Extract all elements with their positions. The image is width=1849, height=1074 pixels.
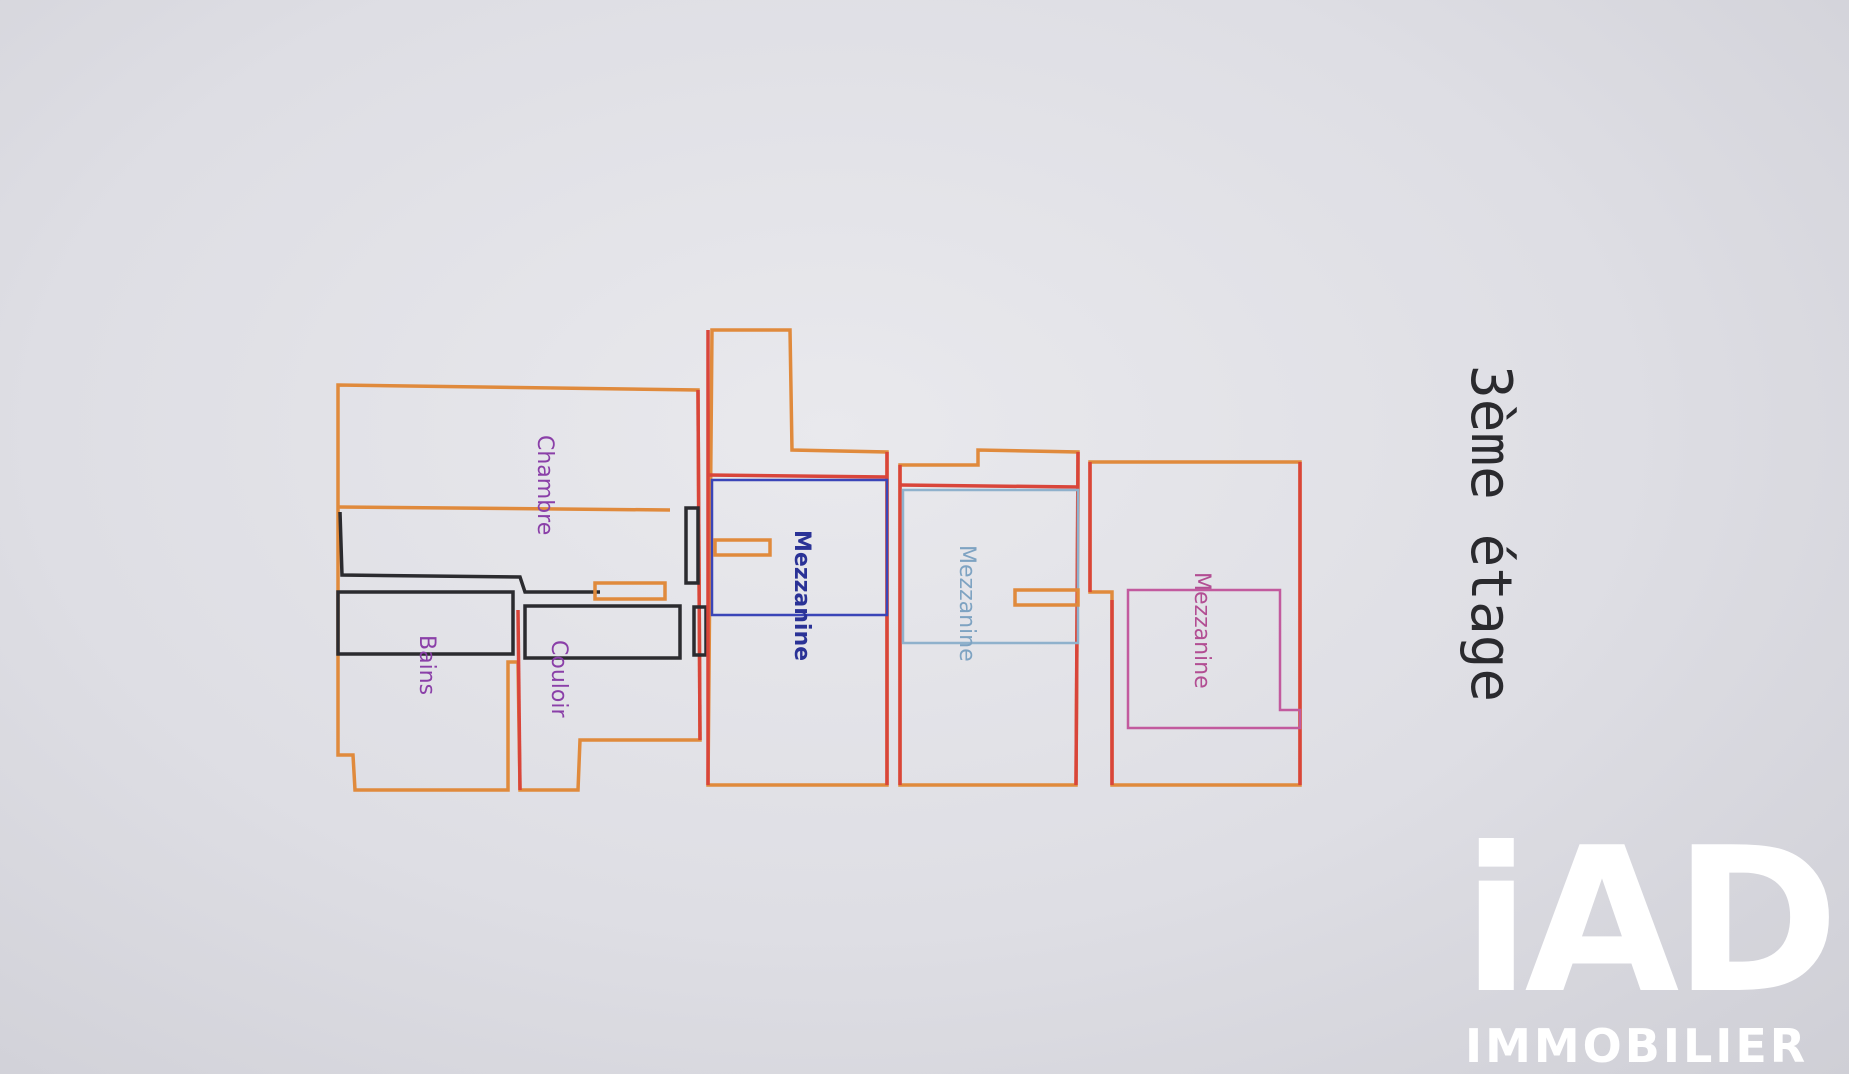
- door-upper: [684, 506, 700, 585]
- left-block: [336, 383, 708, 792]
- block-3-outline: [898, 448, 1080, 787]
- room-label-chambre: Chambre: [532, 435, 557, 535]
- mezzanine-blue-outline: [710, 478, 889, 617]
- chambre-inner-wall: [337, 505, 671, 512]
- couloir-divider: [516, 609, 522, 791]
- mezzanine-pink-outline: [1126, 588, 1302, 730]
- couloir-black-box: [523, 604, 682, 660]
- floor-title: 3ème étage: [1458, 365, 1523, 702]
- chambre-stair-tab: [593, 581, 667, 601]
- door-lower: [692, 605, 708, 657]
- room-label-couloir: Couloir: [546, 640, 571, 718]
- logo-sub-text: IMMOBILIER: [1465, 1019, 1808, 1073]
- room-label-mezzanine-blue: Mezzanine: [789, 530, 814, 661]
- room-label-bains: Bains: [414, 635, 439, 695]
- block-3: [898, 448, 1080, 787]
- block-3-top-wall: [899, 483, 1079, 489]
- bains-black-box: [336, 590, 515, 656]
- block-4: [1088, 460, 1302, 787]
- room-label-mezzanine-light: Mezzanine: [954, 545, 979, 662]
- iad-logo: iAD IMMOBILIER: [1462, 805, 1839, 1073]
- room-label-mezzanine-pink: Mezzanine: [1189, 572, 1214, 689]
- block-2: [706, 328, 889, 787]
- chambre-black-wall: [338, 511, 600, 594]
- block-2-stair-tab: [713, 538, 772, 557]
- mezzanine-light-outline: [901, 488, 1080, 645]
- logo-main-text: iAD: [1462, 805, 1833, 1038]
- block-2-top-wall: [707, 473, 888, 479]
- block-3-stair-tab: [1013, 588, 1080, 607]
